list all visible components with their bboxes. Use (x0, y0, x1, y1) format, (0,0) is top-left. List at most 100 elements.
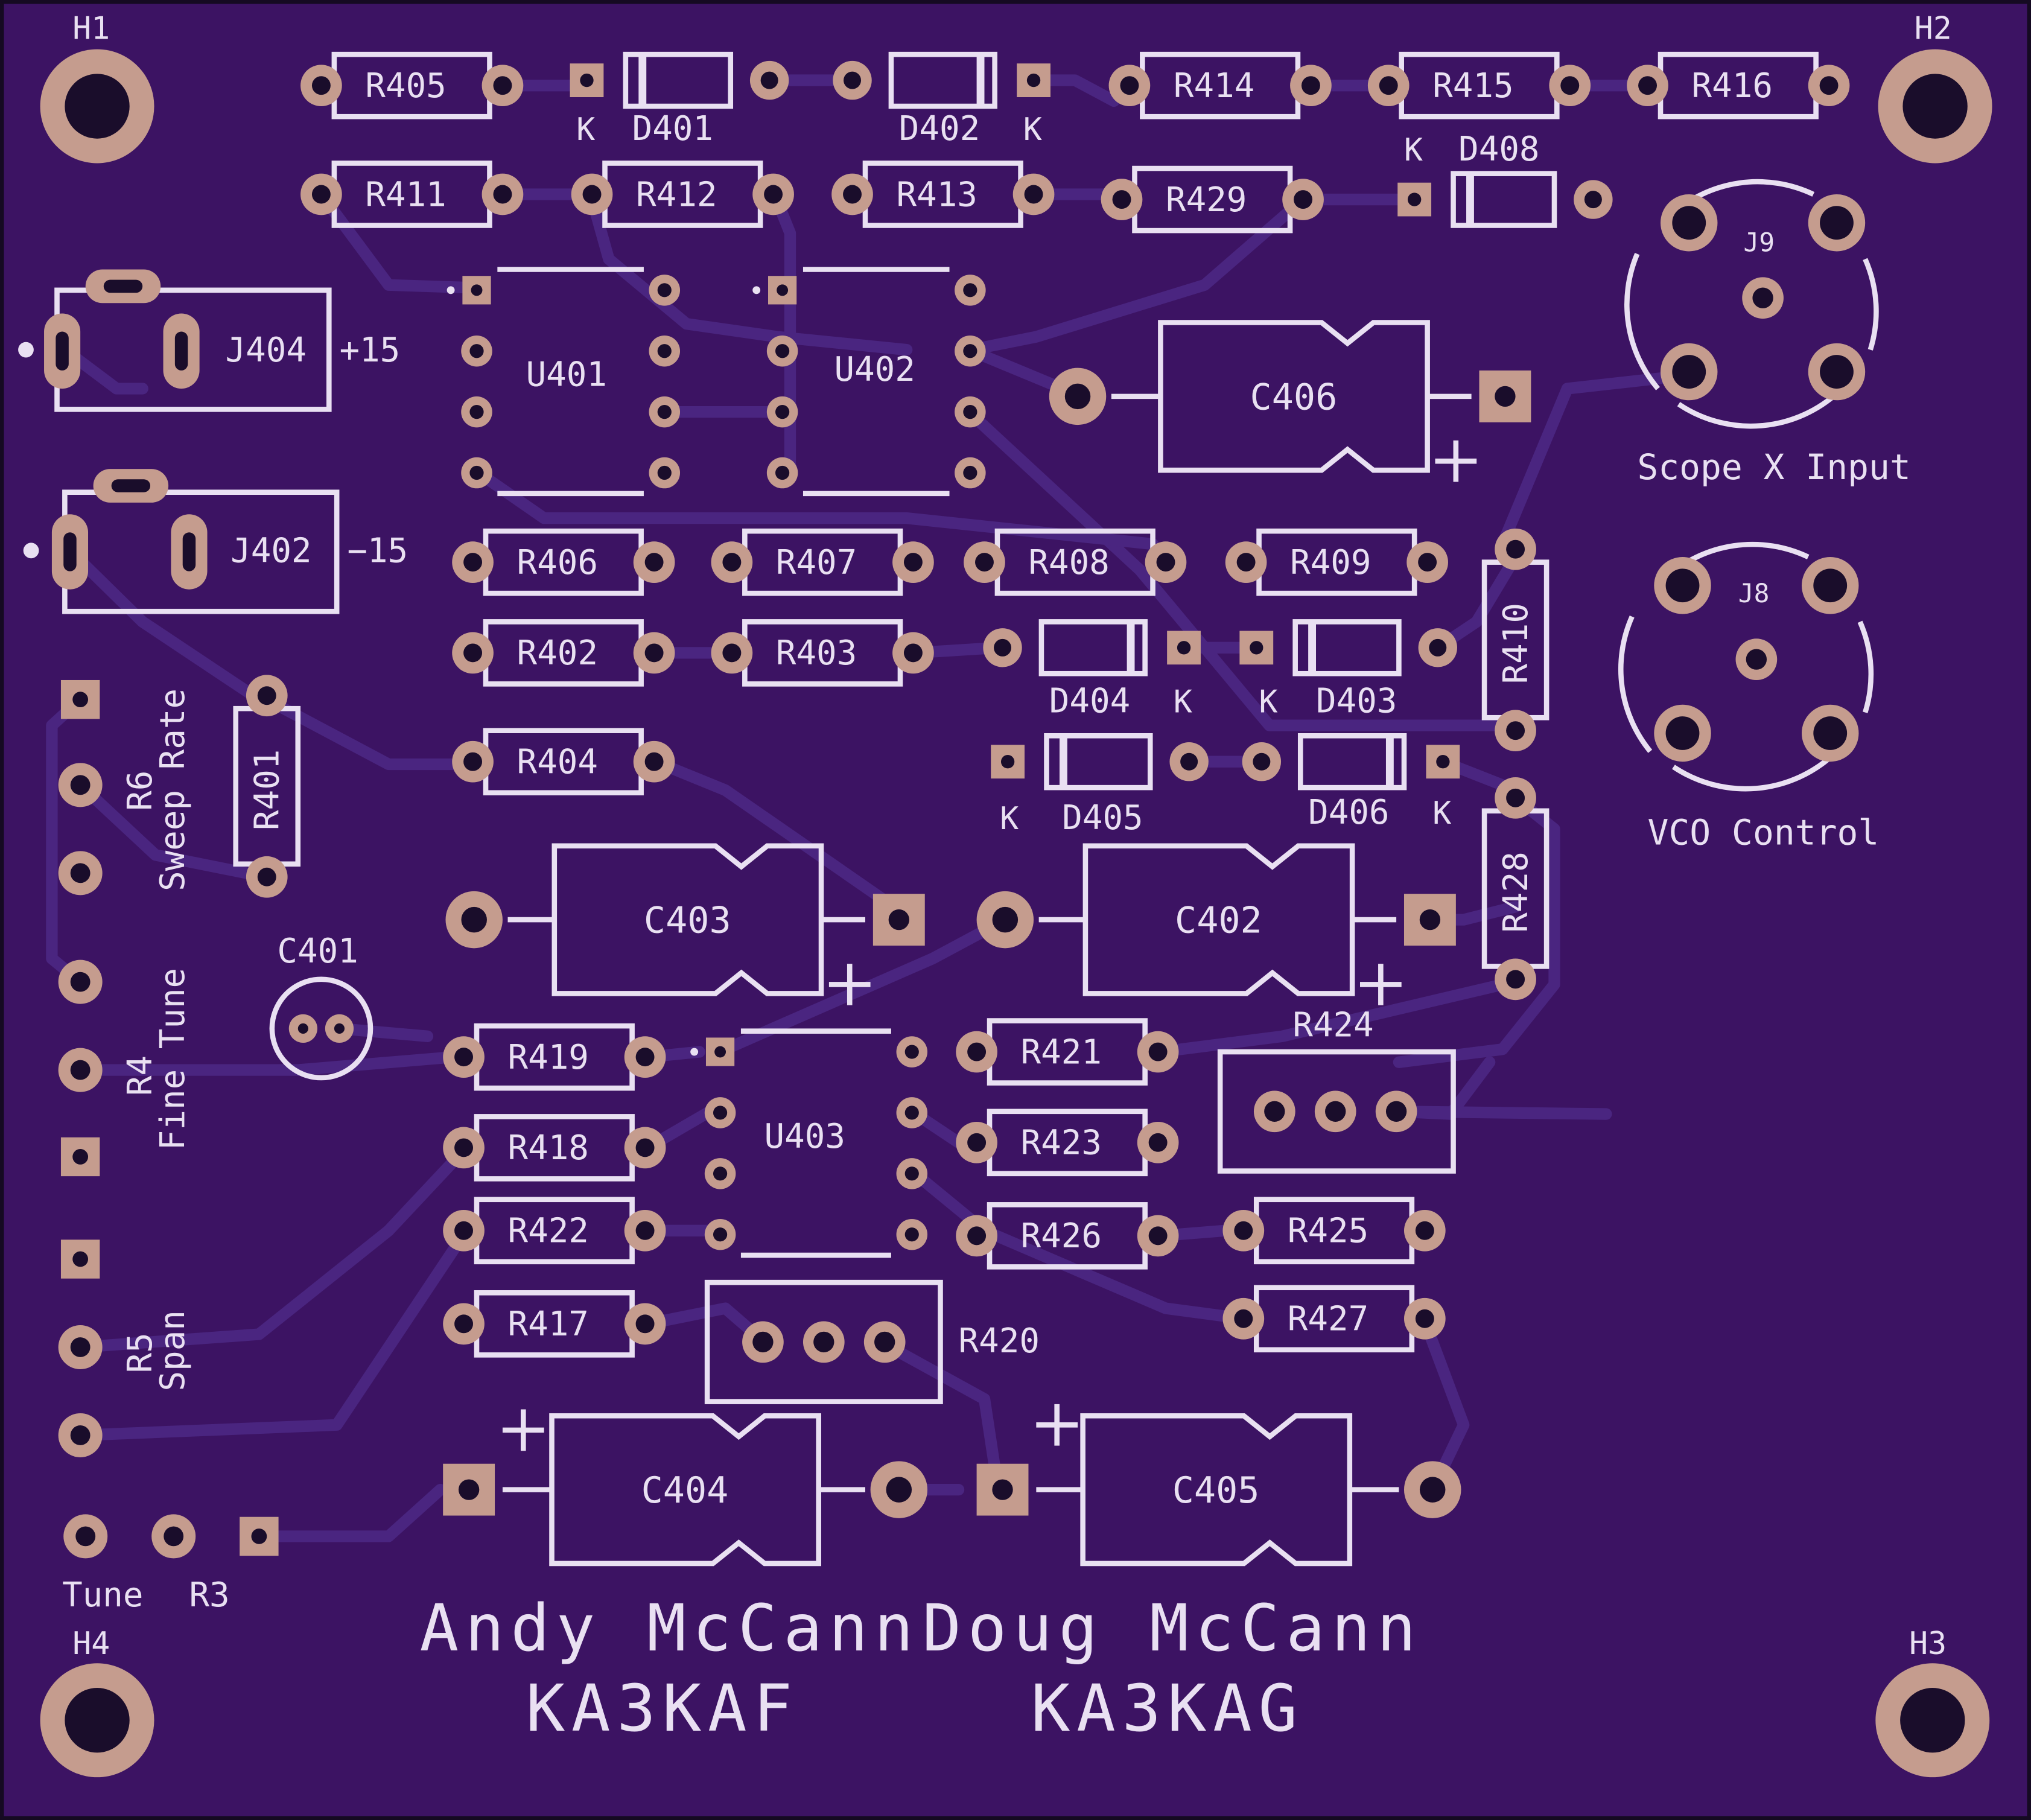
ref-r3: R3 (189, 1576, 229, 1615)
ref-j402: J402 (230, 532, 311, 571)
ref-r416: R416 (1692, 66, 1773, 106)
ref-r412: R412 (636, 175, 717, 214)
ref-c405: C405 (1172, 1469, 1260, 1512)
ic-u401: U401 (447, 267, 681, 497)
trimmer-r420: R420 (704, 1279, 1040, 1404)
resistor-r402: R402 (452, 619, 675, 687)
pot-pad (58, 1048, 103, 1092)
ref-r409: R409 (1290, 543, 1371, 582)
pot-pad (58, 1325, 103, 1369)
credit-call-ka3kag: KA3KAG (1031, 1671, 1304, 1746)
resistor-r410: R410 (1481, 528, 1549, 752)
diode-d408: D408 K (1397, 130, 1613, 228)
ref-c402: C402 (1175, 900, 1262, 942)
ref-r420: R420 (959, 1322, 1040, 1361)
label-tune: Tune (62, 1576, 143, 1615)
ref-u403: U403 (764, 1117, 845, 1156)
ref-r414: R414 (1174, 66, 1254, 106)
connector-j9: J9 Scope X Input (1624, 179, 1911, 488)
mounting-hole-h2 (1878, 49, 1992, 164)
pot-pad (58, 959, 103, 1004)
ref-r5: R5 (121, 1332, 160, 1373)
ref-r422: R422 (508, 1212, 589, 1251)
cathode-mark-d403: K (1259, 684, 1278, 721)
resistor-r419: R419 (443, 1023, 666, 1091)
ref-r423: R423 (1021, 1124, 1102, 1163)
ref-r403: R403 (776, 634, 857, 673)
mounting-hole-h1 (40, 49, 154, 164)
mounting-hole-h4 (40, 1663, 154, 1778)
ref-r404: R404 (517, 743, 598, 782)
ref-d401: D401 (632, 109, 713, 148)
resistor-r421: R421 (956, 1018, 1179, 1086)
resistor-r405: R405 (300, 51, 524, 119)
ref-r402: R402 (517, 634, 598, 673)
resistor-r414: R414 (1108, 51, 1332, 119)
diode-d403: D403 K (1239, 619, 1457, 721)
ref-r405: R405 (365, 66, 446, 106)
label-vco-control: VCO Control (1648, 812, 1880, 853)
ic-u403: U403 (690, 1028, 928, 1258)
ref-r410: R410 (1496, 603, 1536, 684)
ref-d408: D408 (1458, 130, 1539, 169)
ref-r426: R426 (1021, 1217, 1102, 1256)
hole-label-h1: H1 (72, 10, 110, 46)
resistor-r408: R408 (964, 528, 1187, 596)
connector-j8: J8 VCO Control (1618, 541, 1880, 853)
ref-r428: R428 (1496, 851, 1536, 932)
ref-d406: D406 (1308, 793, 1389, 832)
pot-pad (58, 763, 103, 807)
ref-r406: R406 (517, 543, 598, 582)
ref-u402: U402 (834, 350, 915, 389)
credit-name-andy: Andy McCann (420, 1591, 920, 1666)
resistor-r411: R411 (300, 161, 524, 228)
ref-r413: R413 (897, 175, 977, 214)
mounting-holes: H1 H2 H3 H4 (40, 10, 1992, 1778)
resistor-r417: R417 (443, 1290, 666, 1358)
cathode-mark-d408: K (1404, 132, 1423, 168)
pot-pad (58, 1413, 103, 1457)
capacitor-c405: C405 (976, 1404, 1461, 1567)
cathode-mark-d405: K (1000, 801, 1019, 837)
hole-label-h2: H2 (1915, 10, 1952, 46)
label-plus15: +15 (339, 331, 400, 370)
ref-r429: R429 (1166, 180, 1247, 220)
pot-pad (60, 1239, 100, 1279)
ref-r425: R425 (1288, 1212, 1368, 1251)
ref-r6: R6 (121, 771, 160, 811)
pot-pad (60, 679, 100, 719)
ref-r407: R407 (776, 543, 857, 582)
label-fine-tune: Fine Tune (153, 968, 192, 1150)
resistor-r404: R404 (452, 728, 675, 796)
ref-r421: R421 (1021, 1032, 1102, 1072)
resistor-r412: R412 (571, 161, 794, 228)
trimmer-r424: R424 (1217, 1005, 1456, 1174)
diode-d406: D406 K (1242, 733, 1460, 832)
pot-pad-r3 (240, 1516, 279, 1556)
resistor-r422: R422 (443, 1197, 666, 1265)
capacitor-c404: C404 (443, 1409, 928, 1567)
diode-d405: D405 K (991, 733, 1209, 838)
panel-pot-pads (58, 679, 279, 1559)
cathode-mark-d402: K (1023, 112, 1042, 148)
ref-d405: D405 (1062, 798, 1143, 838)
ref-r418: R418 (508, 1128, 589, 1168)
resistor-r403: R403 (711, 619, 934, 687)
resistor-r409: R409 (1225, 528, 1448, 596)
ref-j9: J9 (1743, 228, 1775, 258)
hole-label-h4: H4 (72, 1626, 110, 1662)
ref-r417: R417 (508, 1305, 589, 1344)
cathode-mark-d406: K (1432, 795, 1451, 832)
capacitor-c406: C406 (1049, 320, 1531, 482)
resistor-r415: R415 (1367, 51, 1591, 119)
pot-pad (58, 851, 103, 896)
ref-d403: D403 (1316, 682, 1397, 721)
ic-u402: U402 (752, 267, 986, 497)
resistor-r416: R416 (1627, 51, 1850, 119)
ref-r427: R427 (1288, 1300, 1368, 1339)
